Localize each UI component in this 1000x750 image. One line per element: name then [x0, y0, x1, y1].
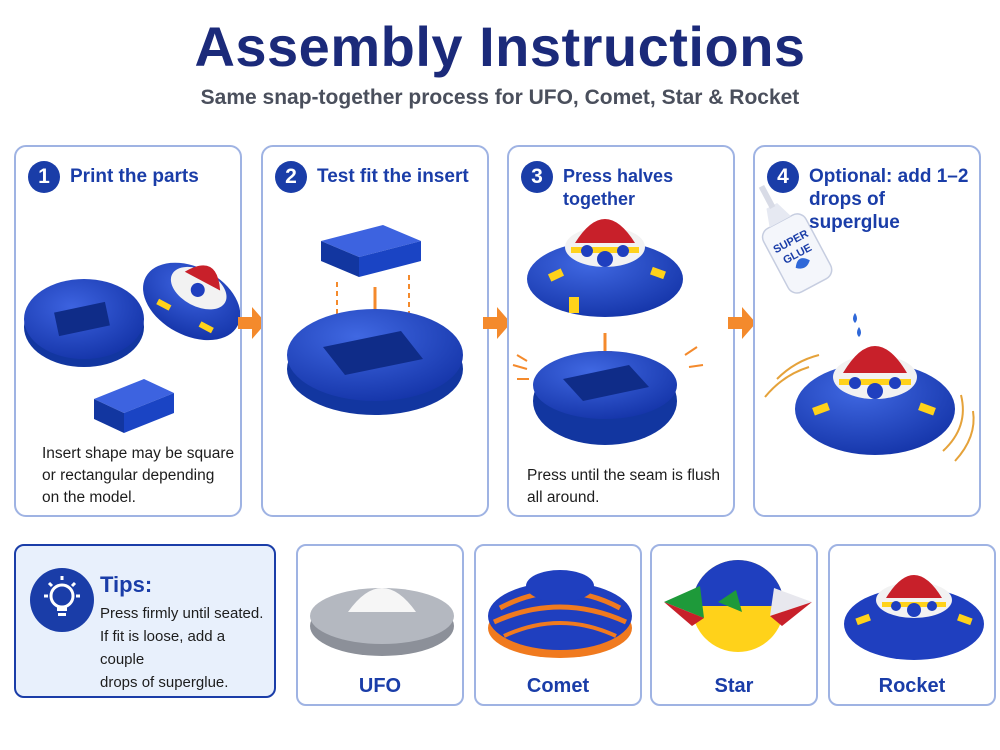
page-title: Assembly Instructions	[194, 15, 806, 78]
step-number-badge: 1	[28, 161, 60, 193]
page-subtitle: Same snap-together process for UFO, Come…	[200, 86, 800, 109]
step-card-1: 1 Print the parts Insert shape may be sq…	[14, 145, 242, 517]
step-card-4: SUPER GLUE 4 Optional: add 1–2 drops of …	[753, 145, 981, 517]
step-number-badge: 3	[521, 161, 553, 193]
step-title: Optional: add 1–2 drops of superglue	[809, 166, 969, 233]
arrow-right-icon	[238, 307, 266, 339]
arrow-right-icon	[483, 307, 511, 339]
step-number-badge: 2	[275, 161, 307, 193]
ufo-model-image	[310, 588, 454, 656]
arrow-right-icon	[728, 307, 756, 339]
model-label: Comet	[526, 675, 590, 697]
step-title: Test fit the insert	[317, 166, 469, 187]
model-card-rocket: Rocket	[828, 544, 996, 706]
lightbulb-icon	[30, 568, 94, 632]
model-card-star: Star	[650, 544, 818, 706]
step-card-3: 3 Press halves together Press until the …	[507, 145, 735, 517]
rocket-model-image	[844, 575, 984, 660]
step-number-badge: 4	[767, 161, 799, 193]
step-title: Print the parts	[70, 166, 199, 187]
step-2-illustration	[287, 225, 463, 415]
step-1-illustration	[24, 262, 240, 433]
step-3-illustration	[512, 219, 704, 445]
model-label: Star	[714, 675, 754, 697]
step-note: Press until the seam is flush all around…	[527, 467, 720, 506]
step-card-2: 2 Test fit the insert	[261, 145, 489, 517]
comet-model-image	[488, 570, 632, 658]
model-label: UFO	[358, 675, 402, 697]
tips-body: Press firmly until seated. If fit is loo…	[100, 605, 264, 691]
model-card-comet: Comet	[474, 544, 642, 706]
model-card-ufo: UFO	[296, 544, 464, 706]
step-note: Insert shape may be square or rectangula…	[42, 445, 235, 506]
tips-box: Tips: Press firmly until seated. If fit …	[14, 544, 276, 698]
model-label: Rocket	[878, 675, 946, 697]
step-title: Press halves together	[563, 166, 674, 209]
step-4-illustration: SUPER GLUE	[758, 184, 975, 462]
star-model-image	[664, 560, 812, 652]
tips-title: Tips:	[100, 572, 153, 597]
